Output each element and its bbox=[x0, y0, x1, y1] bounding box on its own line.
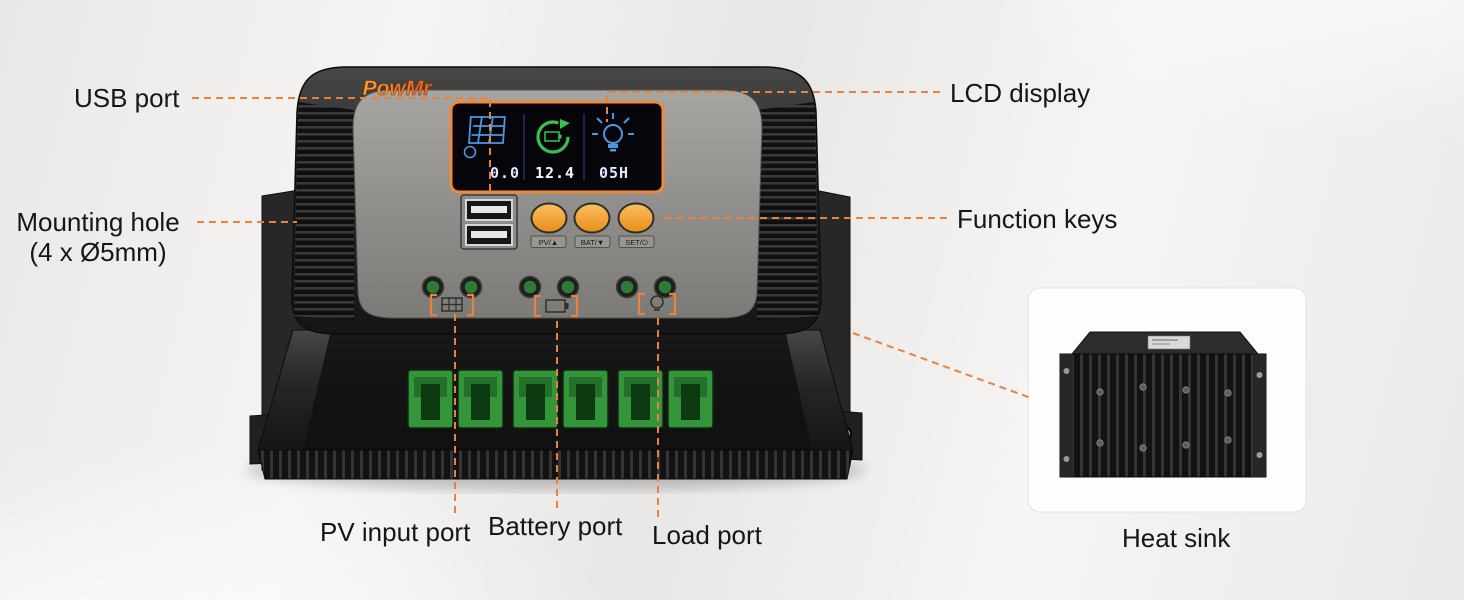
load-port-icon bbox=[637, 292, 677, 316]
battery-port-label: Battery port bbox=[488, 511, 623, 541]
mounting-hole-label-line2: (4 x Ø5mm) bbox=[29, 237, 167, 267]
heatsink-image bbox=[1059, 331, 1267, 478]
usb-port-label: USB port bbox=[74, 83, 180, 113]
bottom-fins bbox=[257, 449, 854, 480]
terminal-blocks bbox=[407, 369, 714, 429]
pv-input-port-label: PV input port bbox=[320, 517, 471, 547]
load-terminal-block bbox=[617, 369, 714, 429]
brand-logo: PowMr bbox=[363, 77, 434, 100]
leader-lines bbox=[192, 91, 1032, 517]
lcd-load-value: 05H bbox=[599, 164, 629, 182]
pv-key-label: PV/▲ bbox=[539, 238, 559, 247]
pv-key bbox=[530, 202, 568, 234]
function-keys-label: Function keys bbox=[957, 204, 1118, 234]
battery-port-icon bbox=[533, 294, 579, 318]
usb-port-bottom bbox=[465, 224, 513, 246]
port-icons bbox=[429, 292, 677, 318]
set-key-label: SET/⏻ bbox=[625, 238, 649, 247]
heatsink-screws bbox=[1096, 383, 1232, 452]
lcd-display-label: LCD display bbox=[950, 78, 1091, 108]
heatsink-right-flange bbox=[1253, 354, 1266, 477]
heatsink-left-flange bbox=[1060, 354, 1073, 477]
usb-ports bbox=[460, 194, 518, 250]
charge-controller: PowMr 0.0 bbox=[249, 66, 863, 480]
heatsink-front-face bbox=[1059, 353, 1267, 478]
usb-leader-line bbox=[192, 97, 491, 192]
function-keys: PV/▲ BAT/▼ SET/⏻ bbox=[530, 202, 655, 248]
terminal-leds bbox=[421, 275, 677, 299]
lcd-leader-line bbox=[606, 91, 940, 122]
heat-sink-label: Heat sink bbox=[1122, 523, 1231, 553]
mounting-hole-label: Mounting hole (4 x Ø5mm) bbox=[0, 207, 196, 267]
lcd-bulb-icon bbox=[592, 113, 634, 152]
heatsink-flange-holes bbox=[1063, 368, 1263, 462]
lcd-charge-cycle-icon bbox=[536, 119, 570, 154]
heatsink-label-sticker bbox=[1147, 335, 1191, 350]
lcd-battery-value: 12.4 bbox=[535, 164, 575, 182]
right-side-fins bbox=[757, 102, 818, 320]
pv-port-icon bbox=[429, 293, 475, 317]
load-port-label: Load port bbox=[652, 520, 762, 550]
bat-key-label: BAT/▼ bbox=[581, 238, 605, 247]
pv-terminal-block bbox=[407, 369, 504, 429]
lcd-pv-value: 0.0 bbox=[490, 164, 520, 182]
set-key bbox=[617, 202, 655, 234]
heatsink-leader-line bbox=[852, 332, 1032, 399]
usb-port-top bbox=[465, 199, 513, 221]
left-side-fins bbox=[294, 102, 354, 320]
lcd-display: 0.0 12.4 bbox=[449, 100, 665, 194]
heatsink-card bbox=[1027, 287, 1307, 513]
mounting-hole-label-line1: Mounting hole bbox=[16, 207, 180, 237]
battery-terminal-block bbox=[512, 369, 609, 429]
bat-key bbox=[573, 202, 611, 234]
